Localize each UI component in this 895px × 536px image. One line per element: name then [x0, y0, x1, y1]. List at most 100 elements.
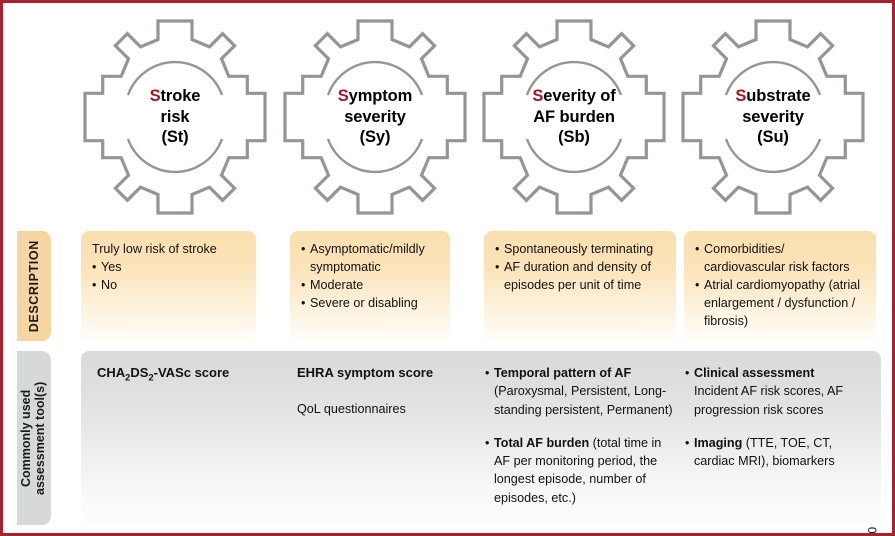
bullet-icon: •: [301, 242, 306, 256]
gear-line2: AF burden: [533, 107, 615, 126]
tools-bullet: • Imaging (TTE, TOE, CT, cardiac MRI), b…: [685, 434, 873, 471]
description-bullet-text: No: [101, 277, 118, 292]
description-bullet-text: AF duration and density of episodes per …: [504, 259, 652, 292]
assessment-tools-row-tab: Commonly used assessment tool(s): [17, 351, 51, 525]
tools-bullet-text: Imaging (TTE, TOE, CT, cardiac MRI), bio…: [694, 434, 873, 471]
spacer: [485, 419, 675, 434]
chads-pre: CHA: [97, 365, 126, 380]
description-bullet-text: Spontaneously terminating: [504, 242, 654, 256]
description-bullet-text: Atrial cardiomyopathy (atrial enlargemen…: [704, 277, 861, 328]
tools-bullet-rest: Incident AF risk scores, AF progression …: [694, 384, 844, 417]
gear-symptom-severity: Symptom severity (Sy): [275, 17, 475, 217]
chads-mid: DS: [130, 365, 149, 380]
gear-lead-letter: S: [735, 87, 747, 106]
description-tab-label: DESCRIPTION: [26, 239, 41, 333]
gear-lead-letter: S: [337, 87, 349, 106]
gear-line3: (St): [161, 128, 189, 147]
description-box-symptom-severity: • Asymptomatic/mildly symptomatic • Mode…: [290, 231, 450, 341]
tools-bullet: • Temporal pattern of AF (Paroxysmal, Pe…: [485, 364, 675, 419]
tools-bullet-rest: (total time in AF per monitoring period,…: [494, 435, 662, 505]
chads-vasc-score-label: CHA2DS2-VASc score: [97, 364, 277, 385]
description-bullet-text: Moderate: [310, 277, 364, 292]
tools-bullet-bold: Temporal pattern of AF: [494, 366, 632, 380]
gear-label-symptom-severity: Symptom severity (Sy): [275, 17, 475, 217]
bullet-icon: •: [695, 277, 700, 292]
gear-lead-letter: S: [149, 87, 161, 106]
tools-bullet-text: Temporal pattern of AF (Paroxysmal, Pers…: [494, 364, 675, 419]
tools-column-af-burden: • Temporal pattern of AF (Paroxysmal, Pe…: [485, 351, 675, 525]
description-bullet: • AF duration and density of episodes pe…: [495, 259, 666, 295]
gear-label-substrate-severity: Substrate severity (Su): [673, 17, 873, 217]
bullet-icon: •: [685, 435, 690, 450]
bullet-icon: •: [695, 242, 700, 256]
chads-sub2: 2: [148, 372, 154, 383]
description-box-af-burden: • Spontaneously terminating • AF duratio…: [484, 231, 676, 341]
description-box-substrate-severity: • Comorbidities/ cardiovascular risk fac…: [684, 231, 876, 341]
bullet-icon: •: [92, 259, 97, 274]
copyright-notice: ©ESC 2020: [866, 527, 880, 533]
tools-text: • Temporal pattern of AF (Paroxysmal, Pe…: [485, 364, 675, 507]
qol-questionnaires-label: QoL questionnaires: [297, 401, 406, 416]
bullet-icon: •: [485, 366, 490, 380]
bullet-icon: •: [301, 295, 306, 310]
description-bullet-text: Severe or disabling: [310, 295, 418, 310]
description-bullet: • Asymptomatic/mildly symptomatic: [301, 241, 440, 277]
description-bullet: • Moderate: [301, 277, 440, 295]
gear-shape-icon: [83, 19, 267, 215]
tools-bullet-text: Total AF burden (total time in AF per mo…: [494, 434, 675, 507]
tools-column-symptom-severity: EHRA symptom score QoL questionnaires: [297, 351, 472, 525]
description-bullet: • Spontaneously terminating: [495, 241, 666, 259]
assessment-tools-tab-label-line1: Commonly used: [19, 389, 34, 487]
ehra-score-label: EHRA symptom score: [297, 365, 434, 380]
description-text: • Comorbidities/ cardiovascular risk fac…: [695, 241, 866, 330]
tools-bullet-rest: (TTE, TOE, CT, cardiac MRI), biomarkers: [694, 435, 835, 468]
bullet-icon: •: [495, 259, 500, 274]
bullet-icon: •: [495, 242, 500, 256]
gear-line2: risk: [160, 107, 190, 126]
description-bullet-text: Asymptomatic/mildly symptomatic: [310, 242, 425, 274]
bullet-icon: •: [685, 366, 690, 380]
bullet-icon: •: [301, 277, 306, 292]
tools-bullet-rest: (Paroxysmal, Persistent, Long-standing p…: [494, 384, 673, 417]
chads-post: -VASc score: [153, 365, 230, 380]
gear-label-severity-af-burden: Severity of AF burden (Sb): [474, 17, 674, 217]
tools-text: CHA2DS2-VASc score: [97, 364, 277, 385]
spacer: [685, 419, 873, 434]
gear-line1-rest: everity of: [543, 87, 616, 106]
description-text: • Asymptomatic/mildly symptomatic • Mode…: [301, 241, 440, 313]
description-box-stroke-risk: Truly low risk of stroke • Yes • No: [81, 231, 256, 341]
gear-line2: severity: [742, 107, 804, 126]
description-bullet: • Atrial cardiomyopathy (atrial enlargem…: [695, 277, 866, 331]
gear-label-stroke-risk: Stroke risk (St): [75, 17, 275, 217]
assessment-tools-tab-label-line2: assessment tool(s): [34, 381, 49, 495]
tools-text: EHRA symptom score QoL questionnaires: [297, 364, 472, 418]
tools-column-stroke-risk: CHA2DS2-VASc score: [97, 351, 277, 525]
gear-line2: severity: [344, 107, 406, 126]
description-bullet-text: Yes: [101, 259, 122, 274]
description-row-tab: DESCRIPTION: [17, 231, 51, 341]
description-bullet: • No: [92, 277, 246, 295]
bullet-icon: •: [485, 435, 490, 450]
description-text: • Spontaneously terminating • AF duratio…: [495, 241, 666, 295]
gear-shape-icon: [283, 19, 467, 215]
description-text: Truly low risk of stroke • Yes • No: [92, 241, 246, 295]
tools-bullet-bold: Imaging: [694, 435, 743, 450]
chads-sub1: 2: [125, 372, 131, 383]
description-lead-line: Truly low risk of stroke: [92, 242, 217, 256]
gear-line3: (Sb): [558, 128, 590, 147]
gear-lead-letter: S: [532, 87, 544, 106]
gear-row: Stroke risk (St) Symptom severity (Sy): [3, 17, 892, 217]
gear-line3: (Su): [757, 128, 789, 147]
description-row: Truly low risk of stroke • Yes • No • As…: [81, 231, 881, 341]
description-bullet-text: Comorbidities/ cardiovascular risk facto…: [704, 242, 850, 274]
assessment-tools-tab-label: Commonly used assessment tool(s): [20, 381, 49, 494]
assessment-tools-panel: CHA2DS2-VASc score EHRA symptom score Qo…: [81, 351, 881, 525]
gear-substrate-severity: Substrate severity (Su): [673, 17, 873, 217]
gear-severity-af-burden: Severity of AF burden (Sb): [474, 17, 674, 217]
gear-line1-rest: ubstrate: [746, 87, 811, 106]
